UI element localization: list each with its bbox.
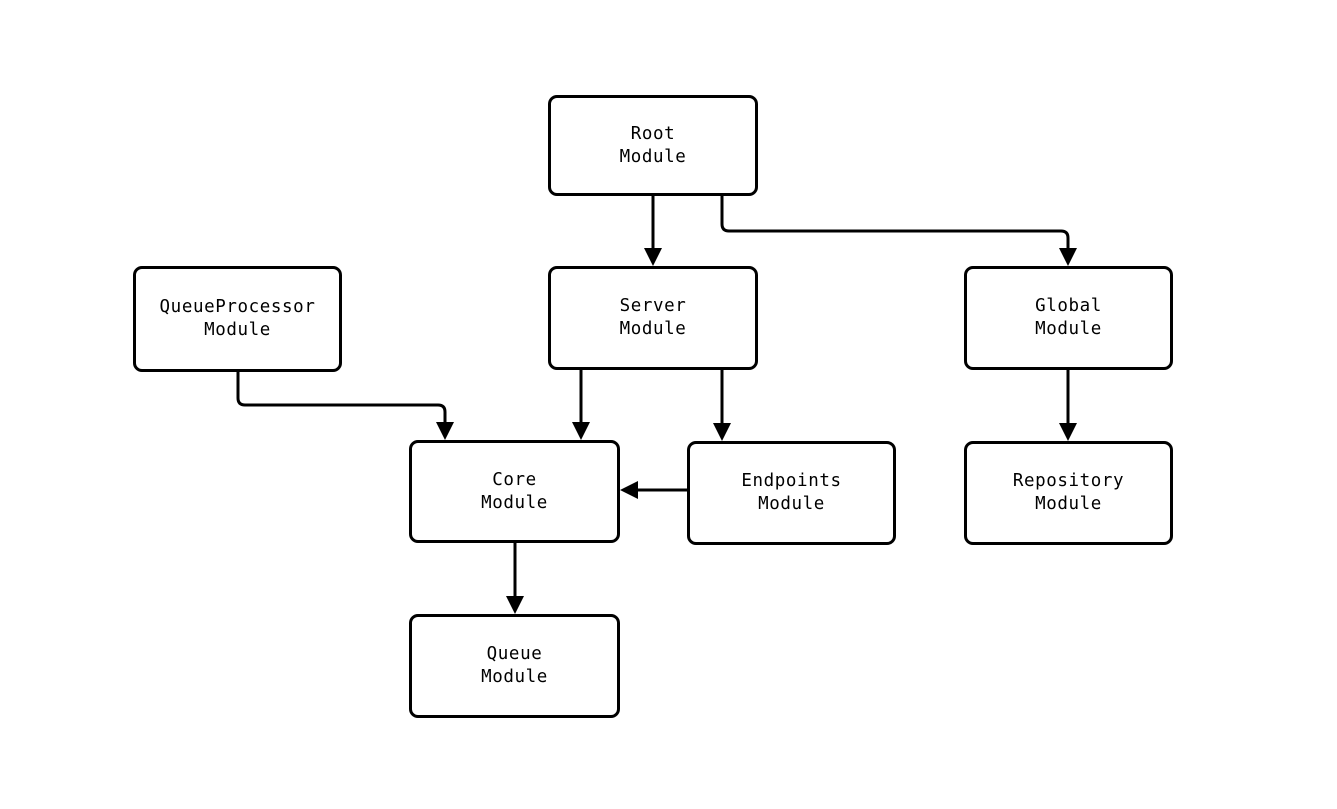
arrowhead-queueprocessor-to-core — [436, 422, 454, 440]
node-root-module-line1: Root — [630, 123, 676, 144]
node-queue-module-line2: Module — [481, 667, 548, 687]
node-repository-module[interactable]: Repository Module — [964, 441, 1173, 545]
edge-server-to-core — [572, 370, 590, 440]
edge-queueprocessor-to-core — [236, 372, 454, 440]
node-endpoints-module-line2: Module — [758, 494, 825, 514]
node-server-module-line2: Module — [619, 319, 687, 339]
edge-server-to-endpoints — [713, 370, 731, 441]
edge-root-to-global — [720, 196, 1077, 266]
arrowhead-core-to-queue — [506, 596, 524, 614]
node-queueprocessor-module[interactable]: QueueProcessor Module — [133, 266, 342, 372]
node-repository-module-line1: Repository — [1012, 471, 1125, 491]
node-core-module-line2: Module — [481, 492, 548, 513]
node-core-module-line1: Core — [492, 469, 537, 490]
node-server-module[interactable]: Server Module — [548, 266, 758, 370]
edge-endpoints-to-core — [620, 481, 687, 499]
node-server-module-line1: Server — [619, 296, 687, 316]
arrowhead-endpoints-to-core — [620, 481, 638, 499]
node-queueprocessor-module-line2: Module — [204, 320, 271, 340]
edge-core-to-queue — [506, 543, 524, 614]
edge-global-to-repository — [1059, 370, 1077, 441]
node-core-module[interactable]: Core Module — [409, 440, 620, 543]
node-queueprocessor-module-line1: QueueProcessor — [159, 297, 316, 317]
node-root-module-line2: Module — [619, 146, 687, 167]
arrowhead-root-to-global — [1059, 248, 1077, 266]
arrowhead-server-to-endpoints — [713, 423, 731, 441]
node-global-module-line2: Module — [1035, 319, 1102, 339]
edge-root-to-server — [644, 196, 662, 266]
arrowhead-global-to-repository — [1059, 423, 1077, 441]
node-global-module-line1: Global — [1035, 296, 1102, 316]
node-queue-module-line1: Queue — [486, 644, 543, 664]
arrowhead-server-to-core — [572, 422, 590, 440]
arrowhead-root-to-server — [644, 248, 662, 266]
node-root-module[interactable]: Root Module — [548, 95, 758, 196]
node-endpoints-module-line1: Endpoints — [741, 471, 842, 491]
node-global-module[interactable]: Global Module — [964, 266, 1173, 370]
node-queue-module[interactable]: Queue Module — [409, 614, 620, 718]
node-repository-module-line2: Module — [1035, 494, 1102, 514]
node-endpoints-module[interactable]: Endpoints Module — [687, 441, 896, 545]
